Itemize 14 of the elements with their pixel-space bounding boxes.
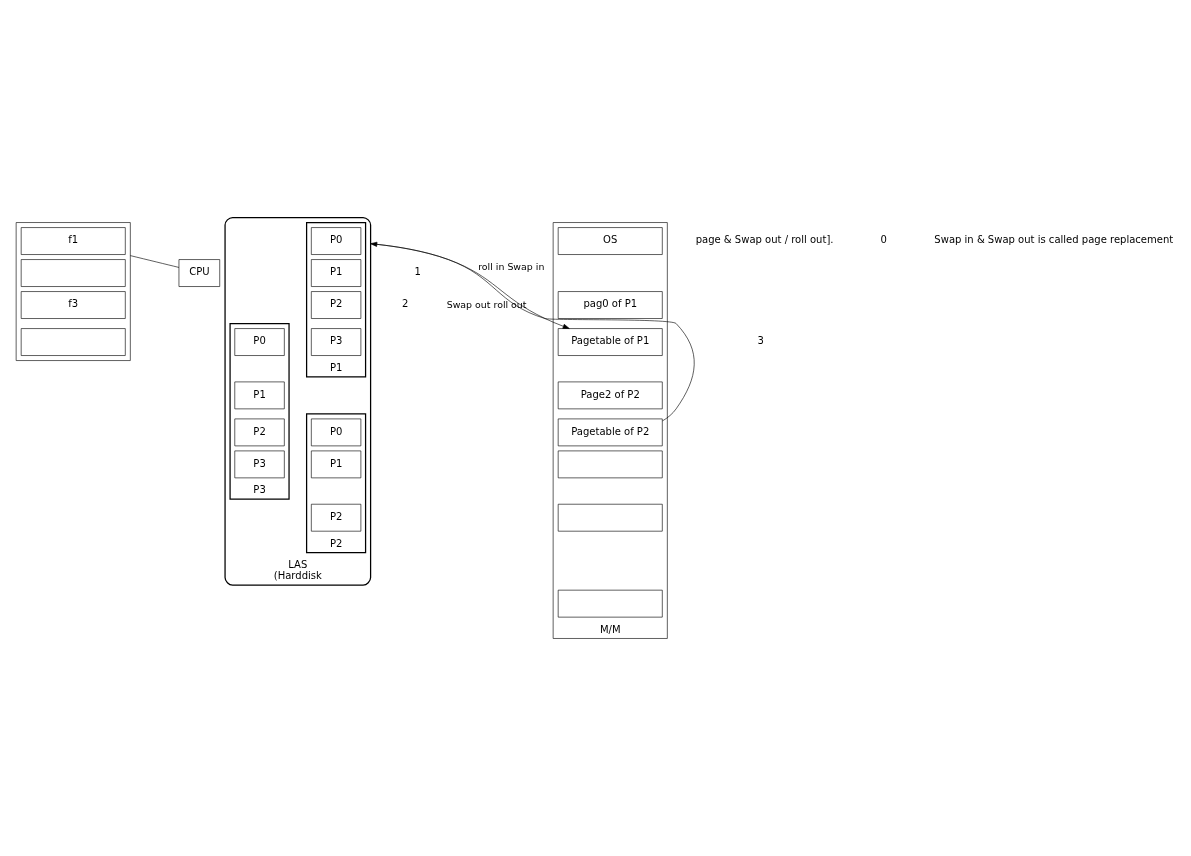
node-label: (Harddisk [273, 570, 322, 582]
label: 1 [414, 266, 421, 278]
node-label: P1 [329, 362, 343, 374]
label: page & Swap out / roll out]. [695, 234, 834, 246]
label: 0 [880, 234, 887, 246]
label: 3 [757, 335, 764, 347]
label: 2 [401, 298, 409, 310]
node-label: LAS [288, 559, 308, 571]
node-label: M/M [599, 623, 621, 635]
label: Swap in & Swap out is called page replacement [934, 234, 1174, 246]
node-label: P2 [329, 537, 343, 549]
edge-label: roll in Swap in [478, 261, 545, 273]
edge-label: Swap out roll out [446, 299, 527, 311]
node-label: P3 [253, 484, 266, 496]
